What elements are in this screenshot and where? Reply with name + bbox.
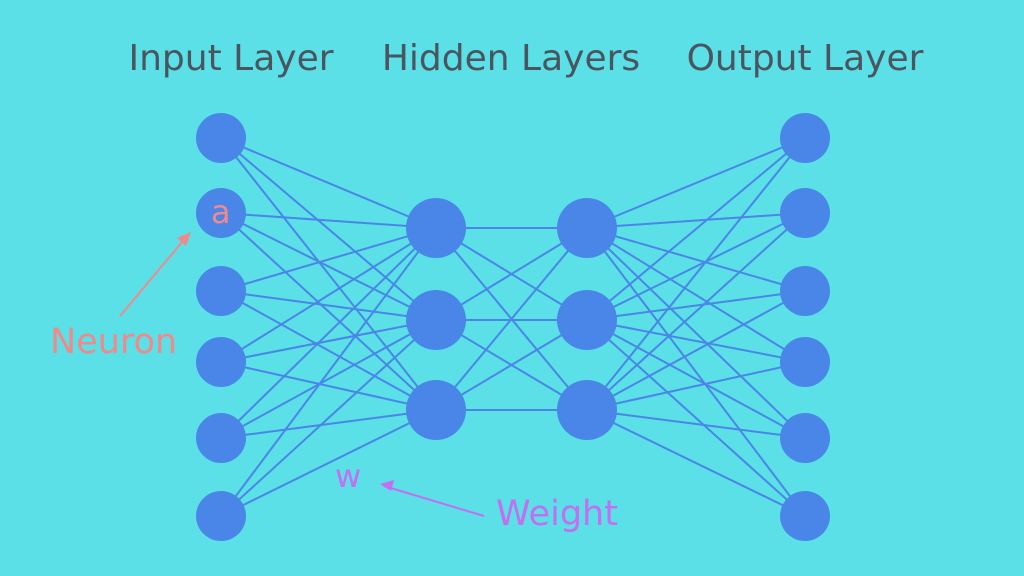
connection-input-2-to-hidden1-3 <box>220 212 437 411</box>
connection-input-5-to-hidden1-2 <box>220 319 437 439</box>
connection-hidden2-1-to-output-4 <box>586 227 806 363</box>
connection-input-1-to-hidden1-2 <box>220 137 437 321</box>
input-neuron-6 <box>196 491 246 541</box>
input-neuron-2 <box>196 188 246 238</box>
connection-input-5-to-hidden1-3 <box>220 409 437 439</box>
connection-hidden2-1-to-output-2 <box>586 212 806 229</box>
connection-input-3-to-hidden1-1 <box>220 227 437 292</box>
output-neuron-6 <box>780 491 830 541</box>
connection-input-4-to-hidden1-2 <box>220 319 437 363</box>
connection-hidden2-2-to-output-2 <box>586 212 806 321</box>
connection-hidden2-3-to-output-4 <box>586 361 806 411</box>
connection-hidden2-3-to-output-1 <box>586 137 806 411</box>
connection-input-4-to-hidden1-1 <box>220 227 437 363</box>
input-neuron-1 <box>196 113 246 163</box>
neuron-label: Neuron <box>50 322 178 362</box>
connection-input-6-to-hidden1-2 <box>220 319 437 517</box>
input-layer-title: Input Layer <box>128 38 334 79</box>
connection-input-6-to-hidden1-3 <box>220 409 437 517</box>
connection-input-1-to-hidden1-3 <box>220 137 437 411</box>
output-neuron-1 <box>780 113 830 163</box>
neuron-group <box>196 113 830 541</box>
connection-input-3-to-hidden1-3 <box>220 290 437 411</box>
connection-hidden2-1-to-output-3 <box>586 227 806 292</box>
neuron-arrowhead <box>177 232 191 246</box>
connection-hidden2-2-to-output-6 <box>586 319 806 517</box>
connection-input-6-to-hidden1-1 <box>220 227 437 517</box>
output-neuron-4 <box>780 337 830 387</box>
hidden2-neuron-2 <box>557 290 617 350</box>
connection-input-2-to-hidden1-2 <box>220 212 437 321</box>
input-neuron-4 <box>196 337 246 387</box>
input-neuron-3 <box>196 266 246 316</box>
weight-arrow <box>383 485 485 517</box>
output-neuron-2 <box>780 188 830 238</box>
connection-hidden2-3-to-output-3 <box>586 290 806 411</box>
connection-hidden2-2-to-output-5 <box>586 319 806 439</box>
connection-hidden2-1-to-output-6 <box>586 227 806 517</box>
connection-input-1-to-hidden1-1 <box>220 137 437 229</box>
connection-hidden2-1-to-output-1 <box>586 137 806 229</box>
hidden2-neuron-3 <box>557 380 617 440</box>
connection-input-4-to-hidden1-3 <box>220 361 437 411</box>
connection-hidden2-2-to-output-3 <box>586 290 806 321</box>
connection-input-3-to-hidden1-2 <box>220 290 437 321</box>
weight-arrowhead <box>380 480 394 491</box>
weight-symbol: w <box>335 457 362 495</box>
connection-hidden2-2-to-output-4 <box>586 319 806 363</box>
hidden1-neuron-1 <box>406 198 466 258</box>
hidden1-neuron-3 <box>406 380 466 440</box>
output-neuron-5 <box>780 413 830 463</box>
hidden2-neuron-1 <box>557 198 617 258</box>
connection-hidden2-1-to-output-5 <box>586 227 806 439</box>
output-layer-title: Output Layer <box>686 38 924 79</box>
connection-hidden1-3-to-hidden2-1 <box>435 227 588 411</box>
activation-symbol: a <box>211 193 231 231</box>
hidden1-neuron-2 <box>406 290 466 350</box>
output-neuron-3 <box>780 266 830 316</box>
connection-input-5-to-hidden1-1 <box>220 227 437 439</box>
hidden-layers-title: Hidden Layers <box>381 38 641 79</box>
connection-hidden2-3-to-output-2 <box>586 212 806 411</box>
connection-hidden2-2-to-output-1 <box>586 137 806 321</box>
connection-input-2-to-hidden1-1 <box>220 212 437 229</box>
input-neuron-5 <box>196 413 246 463</box>
annotation-arrows <box>119 232 485 517</box>
connection-hidden2-3-to-output-5 <box>586 409 806 439</box>
connection-hidden2-3-to-output-6 <box>586 409 806 517</box>
weight-label: Weight <box>496 494 618 534</box>
neuron-arrow <box>119 234 189 317</box>
